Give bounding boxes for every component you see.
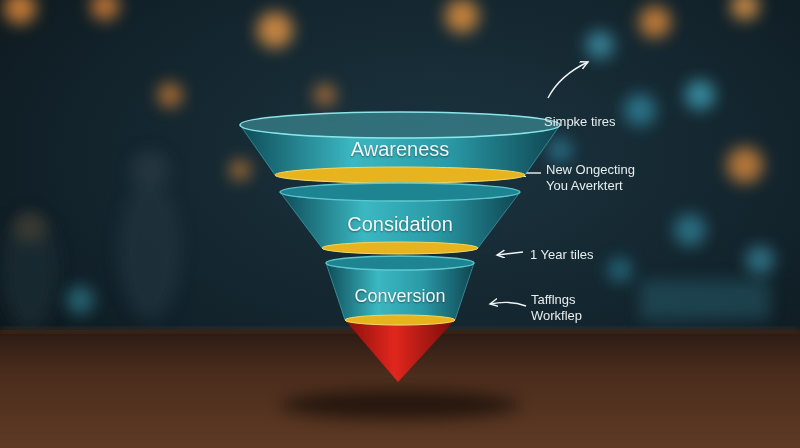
funnel-band: Conversion xyxy=(326,256,474,325)
stage-name: Conversion xyxy=(354,285,445,307)
stage-name: Considation xyxy=(347,212,453,236)
stage-name: Awareness xyxy=(351,137,450,161)
callout-label: Tafflngs Workflep xyxy=(531,292,611,324)
callout-label: 1 Year tiles xyxy=(530,247,640,263)
callout-label: New Ongecting You Averktert xyxy=(546,162,654,194)
funnel-band: Awareness xyxy=(240,112,560,183)
callout-label: Simpke tires xyxy=(544,114,664,130)
funnel-tip-rim xyxy=(345,315,455,325)
funnel-band: Considation xyxy=(280,183,520,254)
funnel-tip xyxy=(345,320,455,382)
